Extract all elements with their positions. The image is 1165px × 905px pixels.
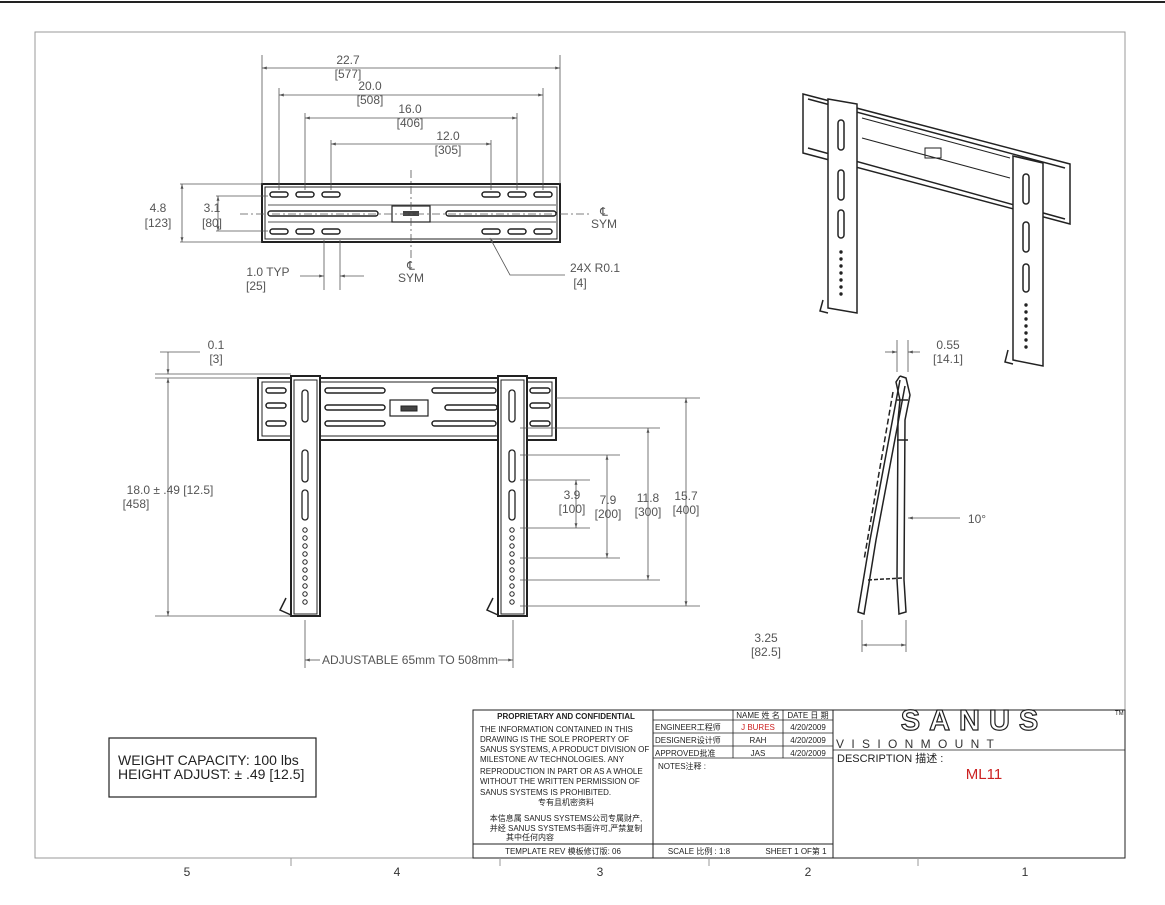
isometric-holes <box>839 250 1028 349</box>
side-view <box>857 375 911 615</box>
dim-4: [4] <box>573 276 586 290</box>
dim-20-0: 20.0 <box>358 79 382 93</box>
proprietary-cn-3: 并经 SANUS SYSTEMS书面许可,严禁复制 <box>490 823 642 833</box>
proprietary-line-2: DRAWING IS THE SOLE PROPERTY OF <box>480 735 629 744</box>
dim-24x-r0-1: 24X R0.1 <box>570 261 620 275</box>
zone-ticks <box>290 858 919 866</box>
isometric-view <box>802 93 1071 367</box>
dim-3: [3] <box>209 352 222 366</box>
dim-1-0-typ: 1.0 TYP <box>246 265 289 279</box>
approved-role: APPROVED批准 <box>655 748 715 758</box>
description-label: DESCRIPTION 描述 : <box>837 751 943 765</box>
proprietary-line-6: WITHOUT THE WRITTEN PERMISSION OF <box>480 777 640 786</box>
zone-3: 3 <box>597 865 604 879</box>
trademark-mark: TM <box>1115 711 1124 717</box>
dim-11-8: 11.8 <box>637 491 660 505</box>
dim-458: [458] <box>123 497 150 511</box>
centerline-symbol-right: ℄ <box>599 205 608 219</box>
weight-capacity-text: WEIGHT CAPACITY: 100 lbs <box>118 752 299 768</box>
dim-400: [400] <box>673 503 700 517</box>
dim-22-7: 22.7 <box>336 53 360 67</box>
dim-7-9: 7.9 <box>600 493 617 507</box>
designer-name: RAH <box>750 736 767 745</box>
zone-2: 2 <box>805 865 812 879</box>
sym-label-right: SYM <box>591 217 617 231</box>
zone-1: 1 <box>1022 865 1029 879</box>
dim-200: [200] <box>595 507 622 521</box>
dim-12-0: 12.0 <box>436 129 460 143</box>
date-header: DATE 日 期 <box>787 711 828 720</box>
dim-3-25: 3.25 <box>754 631 778 645</box>
dim-508: [508] <box>357 93 384 107</box>
proprietary-cn-2: 本信息属 SANUS SYSTEMS公司专属财产, <box>490 813 642 823</box>
dim-3-9: 3.9 <box>564 488 581 502</box>
front-view-holes <box>302 527 515 605</box>
dim-577: [577] <box>335 67 362 81</box>
template-rev: TEMPLATE REV 模板修订版: 06 <box>505 846 621 856</box>
dim-15-7: 15.7 <box>674 489 698 503</box>
model-number: ML11 <box>966 766 1002 783</box>
dim-3-1: 3.1 <box>204 201 221 215</box>
proprietary-cn-1: 专有且机密资料 <box>538 797 594 807</box>
sym-label-lower: SYM <box>398 271 424 285</box>
designer-date: 4/20/2009 <box>790 736 826 745</box>
proprietary-line-5: REPRODUCTION IN PART OR AS A WHOLE <box>480 767 643 776</box>
scale-label: SCALE 比例 : 1:8 <box>668 846 731 856</box>
dim-305: [305] <box>435 143 462 157</box>
height-adjust-text: HEIGHT ADJUST: ± .49 [12.5] <box>118 766 304 782</box>
adjustable-range-label: ADJUSTABLE 65mm TO 508mm <box>322 653 498 667</box>
dim-25: [25] <box>246 279 266 293</box>
designer-role: DESIGNER设计师 <box>655 735 721 745</box>
approved-date: 4/20/2009 <box>790 749 826 758</box>
centerline-symbol-lower: ℄ <box>406 259 415 273</box>
dim-14-1: [14.1] <box>933 352 963 366</box>
title-block: PROPRIETARY AND CONFIDENTIAL THE INFORMA… <box>472 704 1126 859</box>
specs-box: WEIGHT CAPACITY: 100 lbs HEIGHT ADJUST: … <box>108 737 317 798</box>
dim-123: [123] <box>145 216 172 230</box>
proprietary-line-4: MILESTONE AV TECHNOLOGIES. ANY <box>480 755 625 764</box>
dim-0-1: 0.1 <box>208 338 225 352</box>
name-header: NAME 姓 名 <box>736 710 780 720</box>
proprietary-line-3: SANUS SYSTEMS, A PRODUCT DIVISION OF <box>480 745 649 754</box>
engineer-name: J BURES <box>741 723 775 732</box>
front-view-dimensions <box>155 351 700 668</box>
engineer-role: ENGINEER工程师 <box>655 722 721 732</box>
sheet-label: SHEET 1 OF第 1 <box>765 846 827 856</box>
side-view-dimensions <box>861 340 960 652</box>
dim-16-0: 16.0 <box>398 102 422 116</box>
proprietary-cn-4: 其中任何内容 <box>506 832 554 842</box>
proprietary-title: PROPRIETARY AND CONFIDENTIAL <box>497 712 635 721</box>
top-view-dimensions <box>180 55 590 290</box>
zone-5: 5 <box>184 865 191 879</box>
dim-10-degrees: 10° <box>968 512 986 526</box>
zone-4: 4 <box>394 865 401 879</box>
notes-label: NOTES注释 : <box>658 761 706 771</box>
proprietary-line-1: THE INFORMATION CONTAINED IN THIS <box>480 725 633 734</box>
dim-18-0: 18.0 ± .49 [12.5] <box>127 483 214 497</box>
visionmount-wordmark: V I S I O N M O U N T <box>836 737 996 751</box>
dim-406: [406] <box>397 116 424 130</box>
dim-0-55: 0.55 <box>936 338 960 352</box>
dim-4-8: 4.8 <box>150 201 167 215</box>
dim-80: [80] <box>202 216 222 230</box>
approved-name: JAS <box>751 749 766 758</box>
sanus-logo: SANUS <box>901 705 1048 737</box>
engineer-date: 4/20/2009 <box>790 723 826 732</box>
proprietary-line-7: SANUS SYSTEMS IS PROHIBITED. <box>480 788 611 797</box>
dim-82-5: [82.5] <box>751 645 781 659</box>
dim-100: [100] <box>559 502 586 516</box>
dim-300: [300] <box>635 505 662 519</box>
